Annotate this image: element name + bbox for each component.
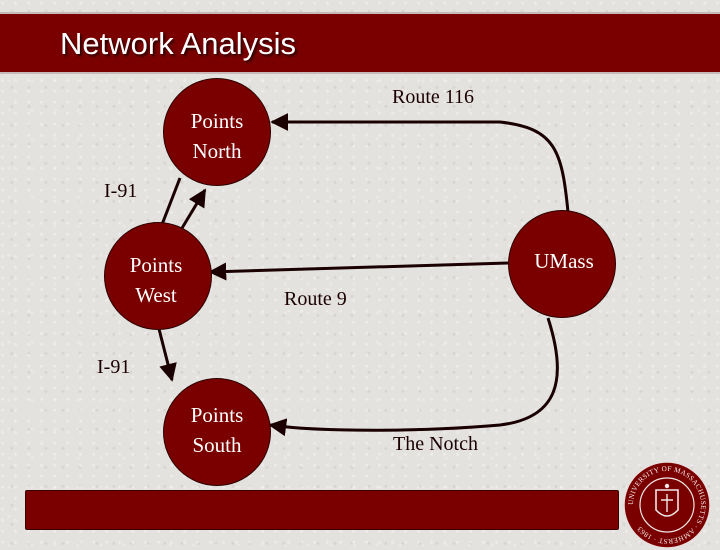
- edge-label-route-9: Route 9: [284, 288, 347, 310]
- umass-seal-logo: UNIVERSITY OF MASSACHUSETTS · AMHERST · …: [623, 461, 711, 549]
- edge-label-i91-top: I-91: [104, 180, 138, 202]
- edge-route-116: [270, 113, 570, 213]
- edge-label-i91-bottom: I-91: [97, 356, 131, 378]
- edge-i91-west-to-south: [156, 324, 177, 382]
- edge-label-the-notch: The Notch: [393, 433, 478, 455]
- node-points-west: [104, 222, 212, 330]
- edge-route-9: [208, 261, 509, 281]
- slide-title: Network Analysis: [60, 26, 297, 61]
- footer-bar: [25, 490, 619, 530]
- node-label-points-south: Points South: [190, 403, 244, 457]
- node-label-points-west: Points West: [129, 253, 183, 307]
- title-bar: Network Analysis: [0, 12, 720, 74]
- node-label-points-north: Points North: [190, 109, 244, 163]
- node-label-umass: UMass: [534, 249, 594, 273]
- edge-the-notch: [268, 317, 559, 437]
- node-points-south: [163, 378, 271, 486]
- edge-label-route-116: Route 116: [392, 86, 475, 108]
- node-points-north: [163, 78, 271, 186]
- node-umass: [508, 210, 616, 318]
